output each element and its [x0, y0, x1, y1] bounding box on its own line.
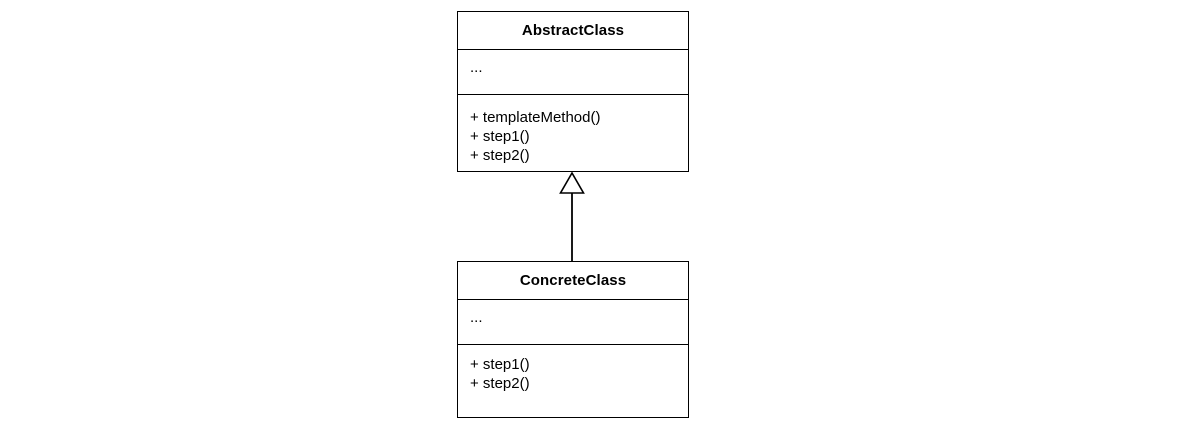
class-name-concreteclass: ConcreteClass	[458, 262, 688, 300]
generalization-arrow-icon	[559, 172, 585, 262]
method-item: + step2()	[470, 147, 530, 164]
abstractclass-methods-compartment: + templateMethod() + step1() + step2()	[458, 95, 688, 171]
method-item: + step2()	[470, 375, 530, 392]
attribute-item: ...	[470, 59, 483, 76]
method-item: + step1()	[470, 356, 530, 373]
class-box-abstractclass: AbstractClass ... + templateMethod() + s…	[457, 11, 689, 172]
concreteclass-attributes-compartment: ...	[458, 300, 688, 345]
concreteclass-methods-compartment: + step1() + step2()	[458, 345, 688, 417]
class-name-abstractclass: AbstractClass	[458, 12, 688, 50]
attribute-item: ...	[470, 309, 483, 326]
method-item: + step1()	[470, 128, 530, 145]
abstractclass-attributes-compartment: ...	[458, 50, 688, 95]
method-item: + templateMethod()	[470, 109, 601, 126]
class-box-concreteclass: ConcreteClass ... + step1() + step2()	[457, 261, 689, 418]
